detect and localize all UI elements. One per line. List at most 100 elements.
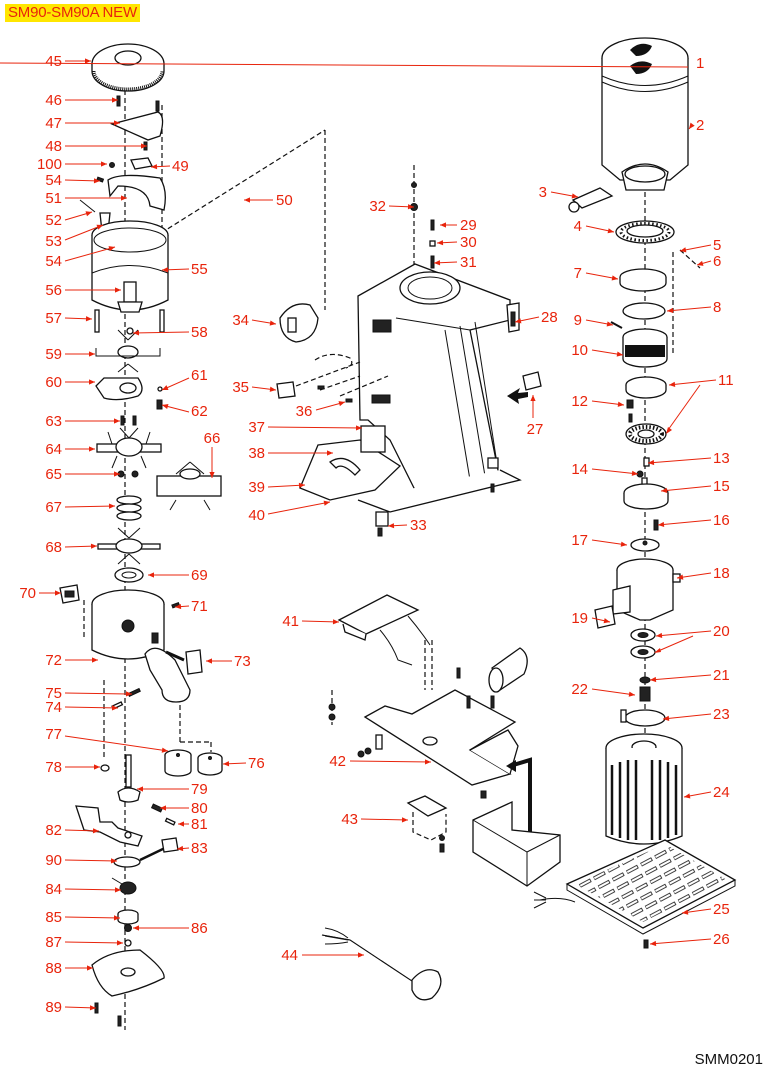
- arrowhead: [177, 845, 184, 852]
- leader-line: [360, 818, 409, 821]
- callout-89: 89: [45, 999, 97, 1016]
- arrowhead: [89, 1005, 96, 1011]
- callout-number: 45: [45, 53, 62, 70]
- callout-number: 16: [713, 512, 730, 529]
- callout-number: 78: [45, 759, 62, 776]
- callout-number: 7: [574, 265, 582, 282]
- callout-number: 26: [713, 931, 730, 948]
- arrowhead: [133, 925, 139, 931]
- arrowhead: [338, 401, 345, 407]
- callout-40: 40: [248, 500, 331, 524]
- arrowhead: [121, 195, 127, 201]
- callout-54: 54: [45, 246, 116, 270]
- arrowhead: [209, 472, 215, 478]
- callout-number: 1: [696, 55, 704, 72]
- arrowhead: [515, 318, 522, 324]
- callout-29: 29: [440, 217, 477, 234]
- callout-number: 12: [571, 393, 588, 410]
- leader-line: [64, 735, 169, 752]
- callout-53: 53: [45, 224, 104, 250]
- callout-2: 2: [688, 117, 704, 134]
- arrowhead: [677, 574, 684, 580]
- arrowhead: [175, 603, 182, 610]
- callout-10: 10: [571, 342, 624, 359]
- callout-number: 13: [713, 450, 730, 467]
- callout-number: 38: [248, 445, 265, 462]
- callout-44: 44: [281, 947, 364, 964]
- callout-number: 54: [45, 172, 62, 189]
- callout-80: 80: [160, 800, 208, 817]
- callout-12: 12: [571, 393, 625, 410]
- callout-47: 47: [45, 115, 120, 132]
- center-lower-assembly: [321, 594, 561, 1001]
- callout-61: 61: [161, 367, 208, 391]
- callout-28: 28: [514, 309, 558, 326]
- arrowhead: [114, 120, 120, 126]
- arrowhead: [55, 590, 61, 596]
- arrowhead: [85, 316, 92, 322]
- arrowhead: [269, 386, 276, 392]
- callout-14: 14: [571, 461, 639, 478]
- leader-line: [64, 859, 118, 862]
- callout-number: 73: [234, 653, 251, 670]
- callout-number: 32: [369, 198, 386, 215]
- callout-6: 6: [696, 253, 721, 270]
- document-id: SMM0201: [694, 1051, 763, 1068]
- callout-4: 4: [574, 218, 615, 235]
- callout-number: 4: [574, 218, 582, 235]
- callout-34: 34: [232, 312, 277, 329]
- leader-line: [64, 916, 121, 919]
- callout-100: 100: [37, 156, 107, 173]
- callout-81: 81: [178, 816, 208, 833]
- arrowhead: [125, 691, 132, 697]
- callout-number: 64: [45, 441, 62, 458]
- arrowhead: [116, 940, 123, 946]
- arrowhead: [269, 320, 276, 326]
- part-72-doser-body: [91, 589, 191, 703]
- callout-number: 61: [191, 367, 208, 384]
- arrowhead: [161, 747, 168, 753]
- diagram-title: SM90-SM90A NEW: [5, 4, 140, 22]
- center-assembly: [276, 165, 542, 537]
- leader-line: [267, 501, 331, 515]
- part-66-assembled-wheel: [156, 461, 222, 511]
- leader-line: [64, 888, 122, 891]
- arrowhead: [607, 228, 614, 234]
- callout-number: 33: [410, 517, 427, 534]
- callout-number: 27: [527, 421, 544, 438]
- arrowhead: [658, 521, 665, 528]
- callout-number: 37: [248, 419, 265, 436]
- arrowhead: [648, 459, 655, 466]
- leader-line: [662, 713, 712, 720]
- callout-85: 85: [45, 909, 121, 926]
- arrowhead: [650, 940, 657, 947]
- callout-number: 50: [276, 192, 293, 209]
- callout-60: 60: [45, 374, 95, 391]
- callout-65: 65: [45, 466, 120, 483]
- leader-line: [132, 331, 190, 334]
- arrowhead: [85, 211, 92, 217]
- callout-38: 38: [248, 445, 333, 462]
- callout-number: 58: [191, 324, 208, 341]
- part-34-selector: [279, 303, 319, 343]
- leader-line: [267, 484, 306, 488]
- callout-79: 79: [137, 781, 208, 798]
- callout-number: 74: [45, 699, 62, 716]
- callout-number: 63: [45, 413, 62, 430]
- arrowhead: [437, 240, 444, 246]
- leader-line: [64, 692, 133, 695]
- callout-46: 46: [45, 92, 118, 109]
- callout-88: 88: [45, 960, 93, 977]
- callout-48: 48: [45, 138, 147, 155]
- callout-24: 24: [683, 784, 730, 801]
- leader-line: [64, 941, 124, 944]
- part-44-power-cable: [321, 927, 442, 1001]
- callout-number: 5: [713, 237, 721, 254]
- part-59-star: [95, 329, 161, 373]
- callout-71: 71: [174, 598, 208, 615]
- callout-number: 68: [45, 539, 62, 556]
- callout-62: 62: [161, 403, 208, 420]
- callout-number: 85: [45, 909, 62, 926]
- arrowhead: [111, 705, 118, 711]
- callout-90: 90: [45, 852, 118, 869]
